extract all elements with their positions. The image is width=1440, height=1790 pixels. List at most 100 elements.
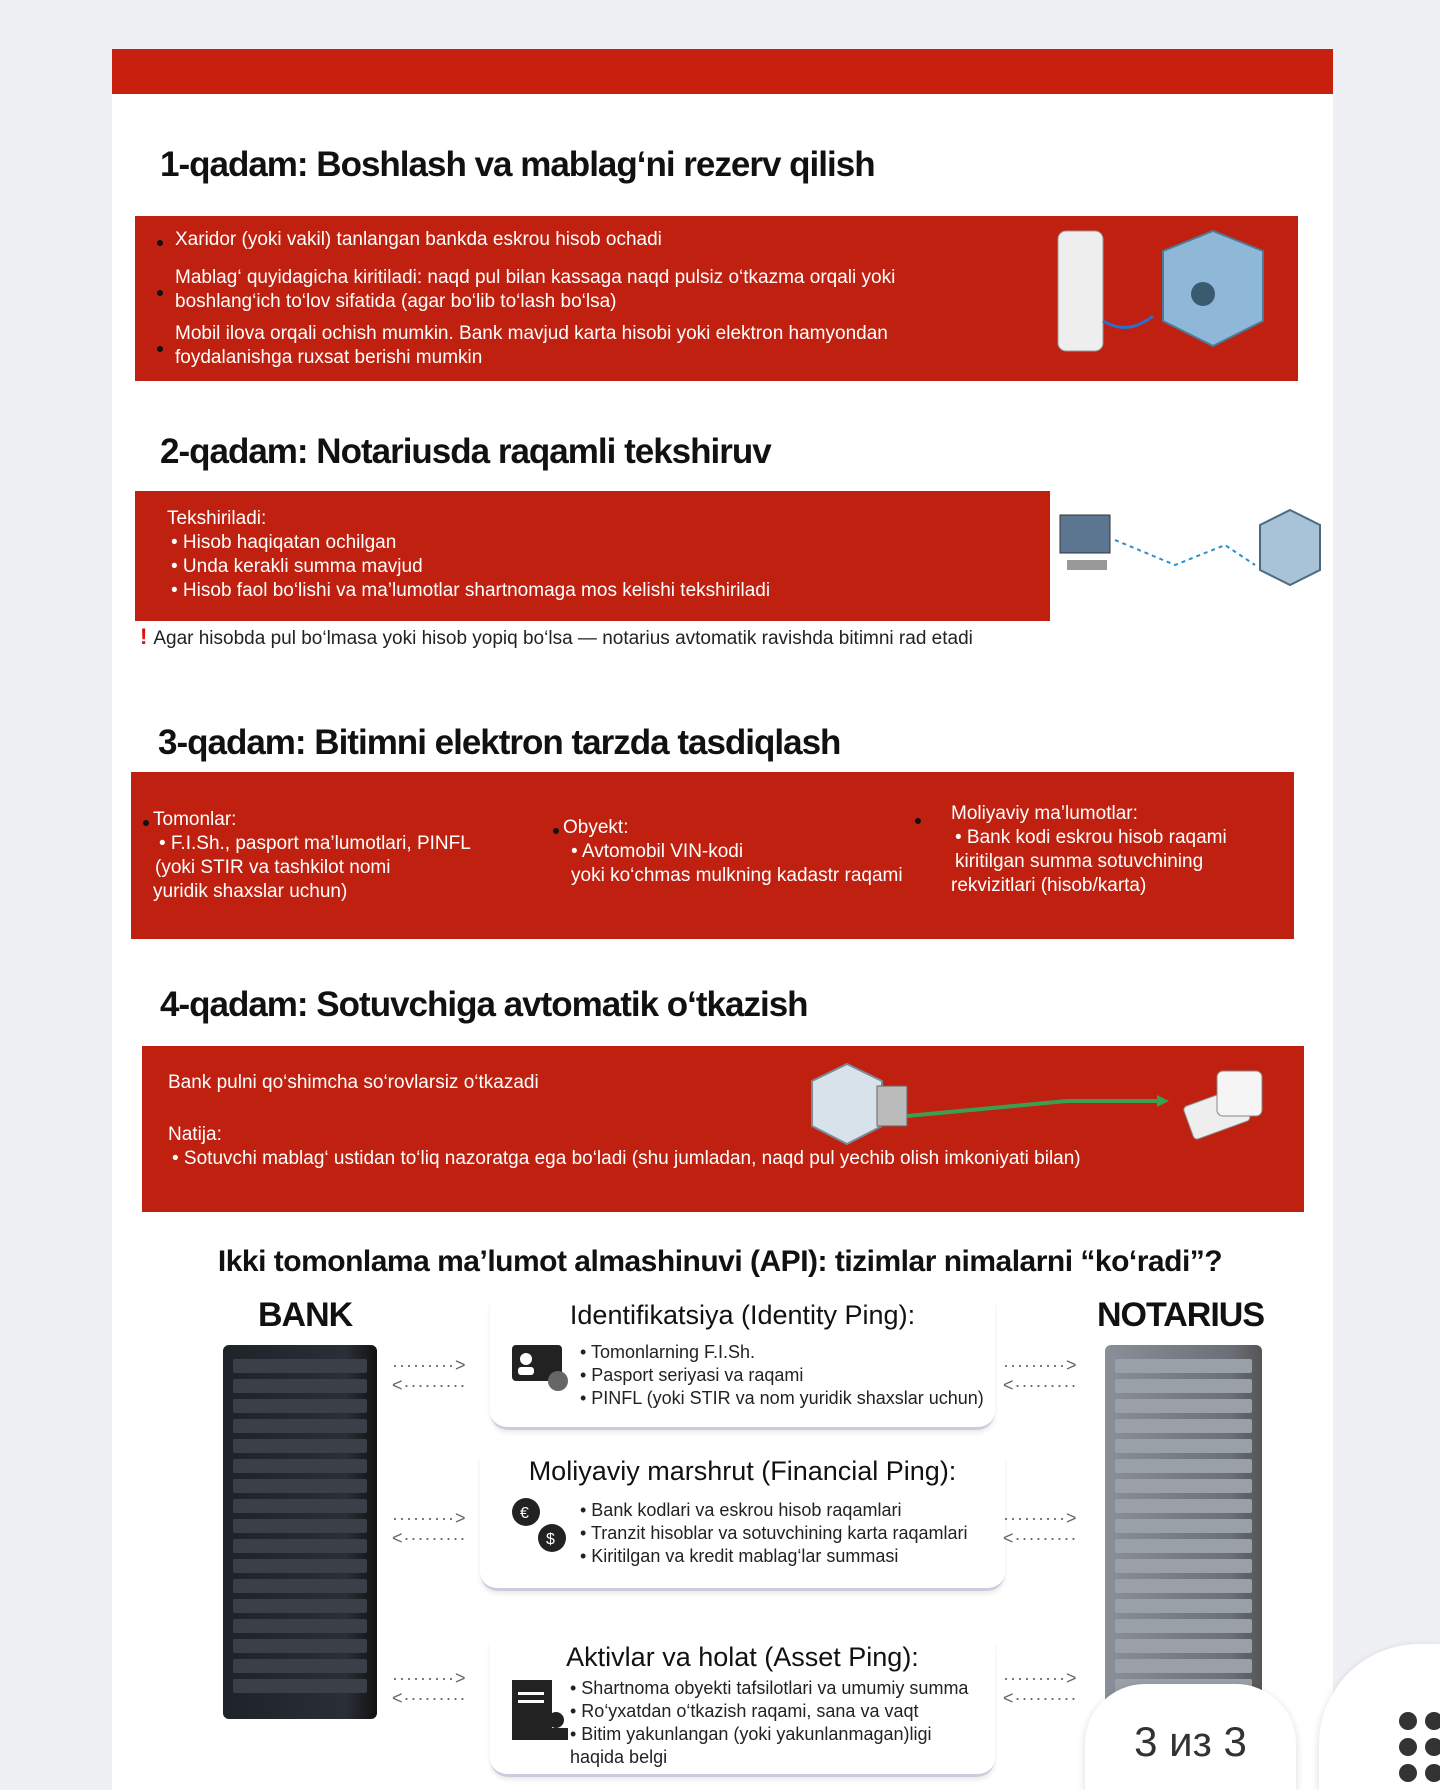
currency-exchange-icon: €$ xyxy=(512,1498,566,1552)
arrow-left: <········· xyxy=(1003,1688,1078,1708)
step2-bullet: • Hisob faol bo‘lishi va ma’lumotlar sha… xyxy=(171,580,771,601)
grid-dots-icon xyxy=(1399,1712,1440,1782)
server-slot xyxy=(1115,1599,1252,1613)
arrow-right: ·········> xyxy=(392,1355,467,1375)
menu-button[interactable] xyxy=(1319,1644,1440,1790)
api-title: Ikki tomonlama ma’lumot almashinuvi (API… xyxy=(217,1245,1223,1278)
server-slot xyxy=(233,1599,367,1613)
server-slot xyxy=(1115,1499,1252,1513)
id-card-icon xyxy=(512,1345,568,1391)
vault-to-wallet-illustration xyxy=(811,1062,1263,1146)
server-slot xyxy=(233,1499,367,1513)
card-item: • Tomonlarning F.I.Sh. xyxy=(580,1342,756,1362)
server-slot xyxy=(233,1379,367,1393)
step4-line: Bank pulni qo‘shimcha so‘rovlarsiz o‘tka… xyxy=(168,1072,539,1093)
server-slot xyxy=(233,1459,367,1473)
col-line: rekvizitlari (hisob/karta) xyxy=(951,875,1147,896)
arrow-right: ·········> xyxy=(1003,1355,1078,1375)
asset-ping-card: Aktivlar va holat (Asset Ping): • Shartn… xyxy=(490,1642,995,1777)
col-line: • Bank kodi eskrou hisob raqami xyxy=(955,827,1227,848)
server-slot xyxy=(1115,1659,1252,1673)
card-item: • Pasport seriyasi va raqami xyxy=(580,1365,804,1385)
step1-bullet: Mobil ilova orqali ochish mumkin. Bank m… xyxy=(155,322,935,370)
server-slot xyxy=(233,1679,367,1693)
card-item: • Tranzit hisoblar va sotuvchining karta… xyxy=(580,1523,968,1543)
col-line: yoki ko‘chmas mulkning kadastr raqami xyxy=(571,865,903,886)
col-line: yuridik shaxslar uchun) xyxy=(153,881,348,902)
server-slot xyxy=(1115,1639,1252,1653)
step3-title: 3-qadam: Bitimni elektron tarzda tasdiql… xyxy=(158,723,841,762)
server-slot xyxy=(233,1639,367,1653)
step3-col-object: Obyekt: • Avtomobil VIN-kodi yoki ko‘chm… xyxy=(551,816,903,888)
card-title: Aktivlar va holat (Asset Ping): xyxy=(566,1642,919,1672)
server-slot xyxy=(1115,1419,1252,1433)
arrow-left: <········· xyxy=(1003,1528,1078,1548)
arrow-right: ·········> xyxy=(1003,1668,1078,1688)
step1-bullet: Mablag‘ quyidagicha kiritiladi: naqd pul… xyxy=(155,266,935,314)
col-line: (yoki STIR va tashkilot nomi xyxy=(155,857,391,878)
step2-bullet: • Hisob haqiqatan ochilgan xyxy=(171,532,397,553)
step2-bullet: • Unda kerakli summa mavjud xyxy=(171,556,423,577)
server-slot xyxy=(233,1439,367,1453)
step3-col-parties: Tomonlar: • F.I.Sh., pasport ma’lumotlar… xyxy=(141,808,471,904)
svg-text:€: € xyxy=(520,1505,529,1522)
step4-result-label: Natija: xyxy=(168,1124,222,1145)
svg-text:$: $ xyxy=(546,1531,555,1548)
col-head: Moliyaviy ma’lumotlar: xyxy=(951,803,1138,824)
server-slot xyxy=(1115,1579,1252,1593)
server-slot xyxy=(233,1479,367,1493)
step4-result: • Sotuvchi mablag‘ ustidan to‘liq nazora… xyxy=(172,1148,1081,1169)
step1-bullet: Xaridor (yoki vakil) tanlangan bankda es… xyxy=(155,228,1278,252)
bank-label: BANK xyxy=(258,1296,353,1334)
server-slot xyxy=(233,1519,367,1533)
warning-note: !Agar hisobda pul bo‘lmasa yoki hisob yo… xyxy=(140,624,973,650)
warning-text: Agar hisobda pul bo‘lmasa yoki hisob yop… xyxy=(153,628,973,649)
server-slot xyxy=(1115,1559,1252,1573)
server-slot xyxy=(1115,1399,1252,1413)
server-slot xyxy=(233,1539,367,1553)
col-line: kiritilgan summa sotuvchining xyxy=(955,851,1204,872)
server-slot xyxy=(233,1419,367,1433)
server-slot xyxy=(233,1559,367,1573)
server-slot xyxy=(1115,1439,1252,1453)
step2-title: 2-qadam: Notariusda raqamli tekshiruv xyxy=(160,432,772,471)
notarius-label: NOTARIUS xyxy=(1097,1296,1265,1334)
arrow-left: <········· xyxy=(392,1375,467,1395)
step1-title: 1-qadam: Boshlash va mablag‘ni rezerv qi… xyxy=(160,145,876,184)
step4-box: Bank pulni qo‘shimcha so‘rovlarsiz o‘tka… xyxy=(142,1046,1304,1212)
arrow-left: <········· xyxy=(392,1528,467,1548)
identity-ping-card: Identifikatsiya (Identity Ping): • Tomon… xyxy=(490,1300,995,1430)
arrow-right: ·········> xyxy=(1003,1508,1078,1528)
server-slot xyxy=(1115,1619,1252,1633)
page-indicator[interactable]: 3 из 3 xyxy=(1085,1684,1296,1790)
server-slot xyxy=(233,1399,367,1413)
document-stamp-icon xyxy=(512,1680,568,1740)
card-item: • Bank kodlari va eskrou hisob raqamlari xyxy=(580,1500,902,1520)
step3-box: Tomonlar: • F.I.Sh., pasport ma’lumotlar… xyxy=(131,772,1294,939)
server-slot xyxy=(1115,1519,1252,1533)
arrow-left: <········· xyxy=(392,1688,467,1708)
phone-safe-illustration xyxy=(1057,229,1264,352)
server-slot xyxy=(233,1659,367,1673)
card-item: • PINFL (yoki STIR va nom yuridik shaxsl… xyxy=(580,1388,984,1408)
step4-title: 4-qadam: Sotuvchiga avtomatik o‘tkazish xyxy=(160,985,809,1024)
arrow-right: ·········> xyxy=(392,1508,467,1528)
header-bar xyxy=(112,49,1333,94)
server-slot xyxy=(1115,1359,1252,1373)
notarius-server-icon xyxy=(1105,1345,1262,1719)
card-item: • Bitim yakunlangan (yoki yakunlanmagan)… xyxy=(570,1724,932,1767)
server-slot xyxy=(1115,1479,1252,1493)
col-head: Obyekt: xyxy=(551,816,903,840)
card-item: • Ro‘yxatdan o‘tkazish raqami, sana va v… xyxy=(570,1701,919,1721)
server-slot xyxy=(233,1619,367,1633)
warning-icon: ! xyxy=(140,624,148,649)
card-title: Moliyaviy marshrut (Financial Ping): xyxy=(528,1456,957,1486)
arrow-right: ·········> xyxy=(392,1668,467,1688)
server-slot xyxy=(1115,1459,1252,1473)
server-slot xyxy=(1115,1379,1252,1393)
computer-vault-illustration xyxy=(1059,508,1321,587)
card-item: • Shartnoma obyekti tafsilotlari va umum… xyxy=(570,1678,969,1698)
col-head: Tomonlar: xyxy=(141,808,471,832)
step2-intro: Tekshiriladi: xyxy=(167,508,267,529)
step1-box: Xaridor (yoki vakil) tanlangan bankda es… xyxy=(135,216,1298,381)
